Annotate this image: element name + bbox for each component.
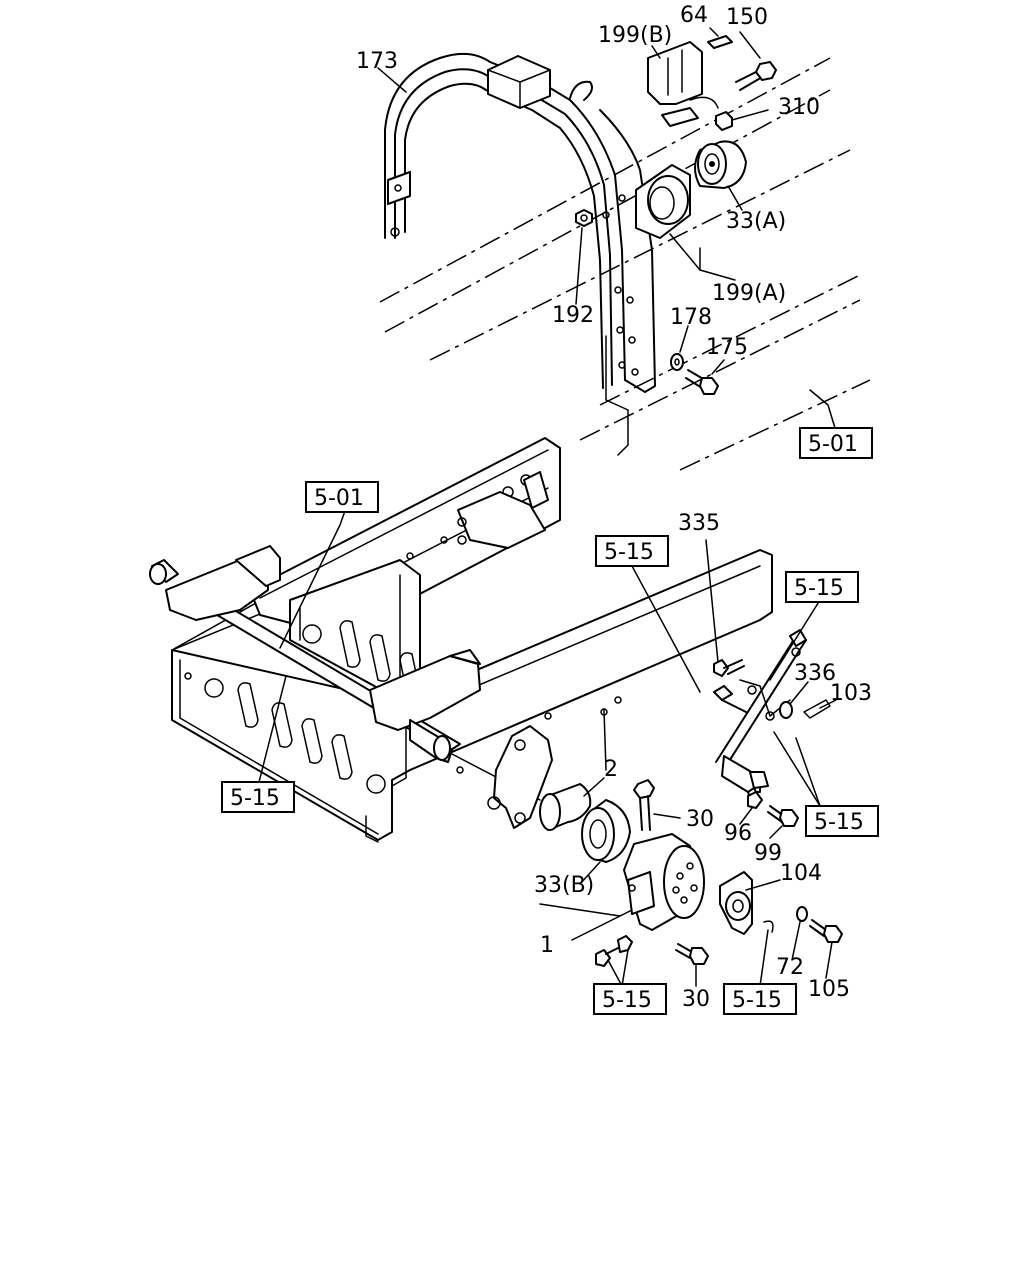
callout-104: 104 xyxy=(780,861,822,886)
callout-33b: 33(B) xyxy=(534,873,594,898)
reference-box-5-15-link[interactable]: 5-15 xyxy=(595,535,669,567)
reference-box-5-15-left[interactable]: 5-15 xyxy=(221,781,295,813)
lower-frame-chassis xyxy=(149,437,773,843)
reference-box-5-15-right[interactable]: 5-15 xyxy=(805,805,879,837)
bushing-2 xyxy=(539,783,592,831)
reference-label: 5-15 xyxy=(602,988,652,1013)
nut-192 xyxy=(575,209,593,227)
bolt-105 xyxy=(809,919,843,943)
reference-box-5-15-bottom-left[interactable]: 5-15 xyxy=(593,983,667,1015)
callout-2: 2 xyxy=(604,757,618,782)
bolt-30-lower xyxy=(675,943,709,965)
callout-178: 178 xyxy=(670,305,712,330)
bolt-30-upper xyxy=(633,779,655,831)
bracket-199b xyxy=(647,41,719,127)
bushing-33b xyxy=(581,799,631,863)
callout-336: 336 xyxy=(794,661,836,686)
clip-5-15 xyxy=(763,920,774,933)
reference-label: 5-01 xyxy=(314,486,364,511)
bushing-33a xyxy=(694,140,747,189)
clip-64 xyxy=(707,35,733,49)
washer-72 xyxy=(796,906,808,922)
washer-178 xyxy=(670,353,684,371)
callout-335: 335 xyxy=(678,511,720,536)
bracket-199a xyxy=(635,164,691,239)
reference-box-5-01-upper[interactable]: 5-01 xyxy=(799,427,873,459)
callout-30-lower: 30 xyxy=(682,987,710,1012)
bracket-1 xyxy=(623,833,705,931)
callout-1: 1 xyxy=(540,933,554,958)
link-5-15-assembly xyxy=(713,629,807,805)
callout-64: 64 xyxy=(680,3,708,28)
callout-173: 173 xyxy=(356,49,398,74)
callout-105: 105 xyxy=(808,977,850,1002)
callout-30-upper: 30 xyxy=(686,807,714,832)
reference-box-5-15-bottom-right[interactable]: 5-15 xyxy=(723,983,797,1015)
callout-175: 175 xyxy=(706,335,748,360)
reference-label: 5-15 xyxy=(732,988,782,1013)
reference-label: 5-15 xyxy=(230,786,280,811)
callout-199a: 199(A) xyxy=(712,281,786,306)
callout-33a: 33(A) xyxy=(726,209,786,234)
callout-310: 310 xyxy=(778,95,820,120)
callout-72: 72 xyxy=(776,955,804,980)
callout-199b: 199(B) xyxy=(598,23,672,48)
bolt-99 xyxy=(767,805,799,827)
pin-103 xyxy=(803,699,831,719)
upper-frame-rail-centerlines xyxy=(379,57,871,471)
bracket-104 xyxy=(719,871,753,935)
callout-96: 96 xyxy=(724,821,752,846)
reference-label: 5-01 xyxy=(808,432,858,457)
upper-leader-lines xyxy=(377,27,836,456)
reference-label: 5-15 xyxy=(604,540,654,565)
callout-192: 192 xyxy=(552,303,594,328)
hose-support-bracket-173 xyxy=(384,52,656,393)
lower-leader-lines xyxy=(257,507,837,987)
callout-103: 103 xyxy=(830,681,872,706)
bolt-96 xyxy=(747,791,763,809)
bolt-5-15-left xyxy=(595,935,633,967)
stabilizer-bracket xyxy=(487,725,553,829)
bolt-175 xyxy=(685,369,719,395)
bolt-335 xyxy=(713,659,745,677)
bolt-150 xyxy=(735,61,777,91)
nut-310 xyxy=(715,111,733,131)
reference-label: 5-15 xyxy=(794,576,844,601)
washer-336 xyxy=(779,701,793,719)
reference-label: 5-15 xyxy=(814,810,864,835)
callout-150: 150 xyxy=(726,5,768,30)
reference-box-5-15-upper-right[interactable]: 5-15 xyxy=(785,571,859,603)
callout-99: 99 xyxy=(754,841,782,866)
reference-box-5-01-frame[interactable]: 5-01 xyxy=(305,481,379,513)
